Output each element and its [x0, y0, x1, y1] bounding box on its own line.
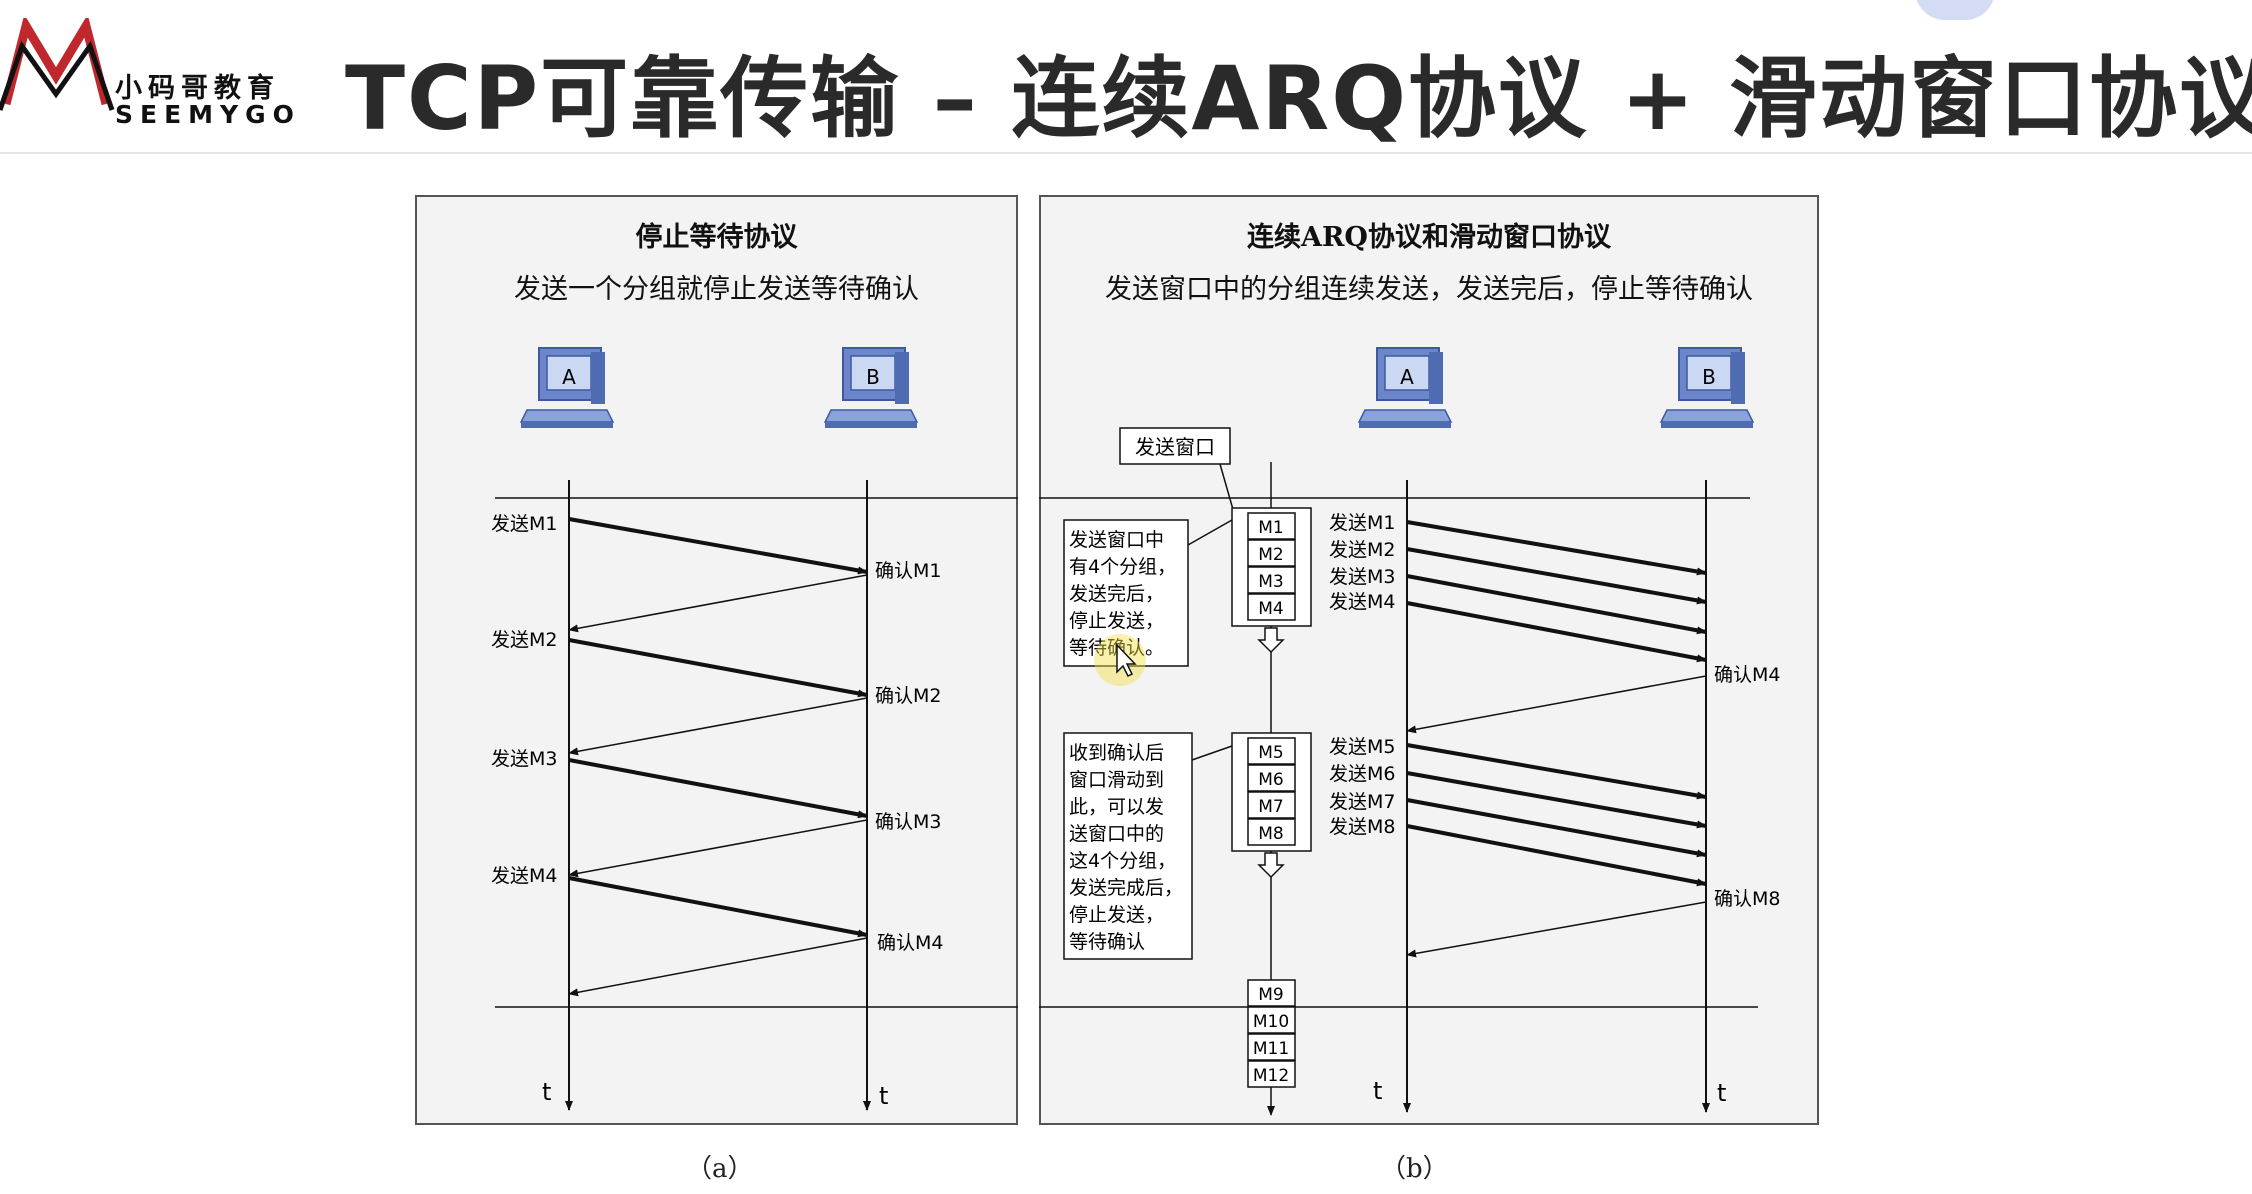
svg-text:发送完后，: 发送完后，: [1069, 583, 1164, 605]
send-label: 发送M7: [1329, 791, 1395, 813]
logo-text-cn: 小码哥教育: [115, 73, 280, 104]
send-label: 发送M3: [1329, 566, 1395, 588]
time-label: t: [879, 1082, 888, 1110]
packet-label: M6: [1258, 770, 1283, 790]
panel-a-title: 停止等待协议: [635, 222, 798, 253]
svg-text:窗口滑动到: 窗口滑动到: [1069, 769, 1164, 791]
svg-text:停止发送，: 停止发送，: [1069, 610, 1164, 632]
ack-label: 确认M8: [1714, 888, 1780, 910]
send-label: 发送M4: [1329, 591, 1395, 613]
svg-text:送窗口中的: 送窗口中的: [1069, 823, 1164, 845]
window-2-packets: [1247, 737, 1296, 846]
packet-label: M1: [1258, 518, 1283, 538]
send-label: 发送M6: [1329, 763, 1395, 785]
panel-a-subtitle: 发送一个分组就停止发送等待确认: [514, 274, 919, 305]
packet-label: M10: [1253, 1012, 1289, 1032]
packet-label: M12: [1253, 1066, 1289, 1086]
panel-b-title: 连续ARQ协议和滑动窗口协议: [1247, 222, 1611, 253]
caption-a: （a）: [686, 1154, 754, 1184]
svg-text:收到确认后: 收到确认后: [1069, 742, 1164, 764]
send-window-label: 发送窗口: [1135, 435, 1215, 459]
send-label: 发送M4: [491, 865, 557, 887]
svg-text:停止发送，: 停止发送，: [1069, 904, 1164, 926]
send-label: 发送M2: [1329, 539, 1395, 561]
page-title: TCP可靠传输 – 连续ARQ协议 + 滑动窗口协议: [345, 47, 2252, 150]
svg-text:等待确认: 等待确认: [1069, 931, 1145, 953]
svg-text:发送完成后，: 发送完成后，: [1069, 877, 1183, 899]
host-b-label: B: [866, 365, 880, 389]
time-label: t: [1717, 1079, 1726, 1107]
slide-down-arrow-icon: [1257, 627, 1285, 654]
send-label: 发送M2: [491, 629, 557, 651]
ack-label: 确认M4: [1714, 664, 1780, 686]
seemygo-m-icon: [0, 14, 115, 111]
corner-badge-icon: [1915, 0, 1995, 20]
send-label: 发送M5: [1329, 736, 1395, 758]
packet-label: M8: [1258, 824, 1283, 844]
send-label: 发送M1: [491, 513, 557, 535]
svg-text:发送窗口中: 发送窗口中: [1069, 529, 1164, 551]
time-label: t: [1373, 1077, 1382, 1105]
slide-down-arrow-icon: [1257, 852, 1285, 879]
send-label: 发送M8: [1329, 816, 1395, 838]
brand-logo: 小码哥教育 SEEMYGO: [0, 14, 300, 129]
packet-label: M7: [1258, 797, 1283, 817]
send-window-label-box: [1119, 427, 1231, 465]
logo-text-en: SEEMYGO: [115, 100, 301, 129]
packet-label: M11: [1253, 1039, 1289, 1059]
time-label: t: [542, 1078, 551, 1106]
send-label: 发送M3: [491, 748, 557, 770]
packet-label: M5: [1258, 743, 1283, 763]
svg-text:这4个分组，: 这4个分组，: [1069, 850, 1176, 872]
packet-label: M2: [1258, 545, 1283, 565]
mouse-cursor-icon: [1116, 643, 1137, 678]
svg-text:此，可以发: 此，可以发: [1069, 796, 1164, 818]
svg-text:有4个分组，: 有4个分组，: [1069, 556, 1176, 578]
note-box-2: [1063, 732, 1193, 960]
ack-label: 确认M2: [875, 685, 941, 707]
window-3-packets: [1247, 979, 1296, 1088]
host-a-label: A: [1400, 365, 1414, 389]
window-1-packets: [1247, 512, 1296, 621]
ack-label: 确认M3: [875, 811, 941, 833]
ack-label: 确认M4: [877, 932, 943, 954]
panel-stop-and-wait: 停止等待协议 发送一个分组就停止发送等待确认: [415, 195, 1018, 1125]
caption-b: （b）: [1380, 1154, 1449, 1184]
packet-label: M3: [1258, 572, 1283, 592]
packet-label: M9: [1258, 985, 1283, 1005]
ack-label: 确认M1: [875, 560, 941, 582]
host-b-label: B: [1702, 365, 1716, 389]
panel-b-subtitle: 发送窗口中的分组连续发送，发送完后，停止等待确认: [1105, 274, 1753, 305]
note-2-text: 收到确认后 窗口滑动到 此，可以发 送窗口中的 这4个分组， 发送完成后， 停止…: [1069, 742, 1183, 953]
header-bar: 小码哥教育 SEEMYGO TCP可靠传输 – 连续ARQ协议 + 滑动窗口协议: [0, 0, 2252, 154]
packet-label: M4: [1258, 599, 1283, 619]
send-label: 发送M1: [1329, 512, 1395, 534]
host-a-label: A: [562, 365, 576, 389]
